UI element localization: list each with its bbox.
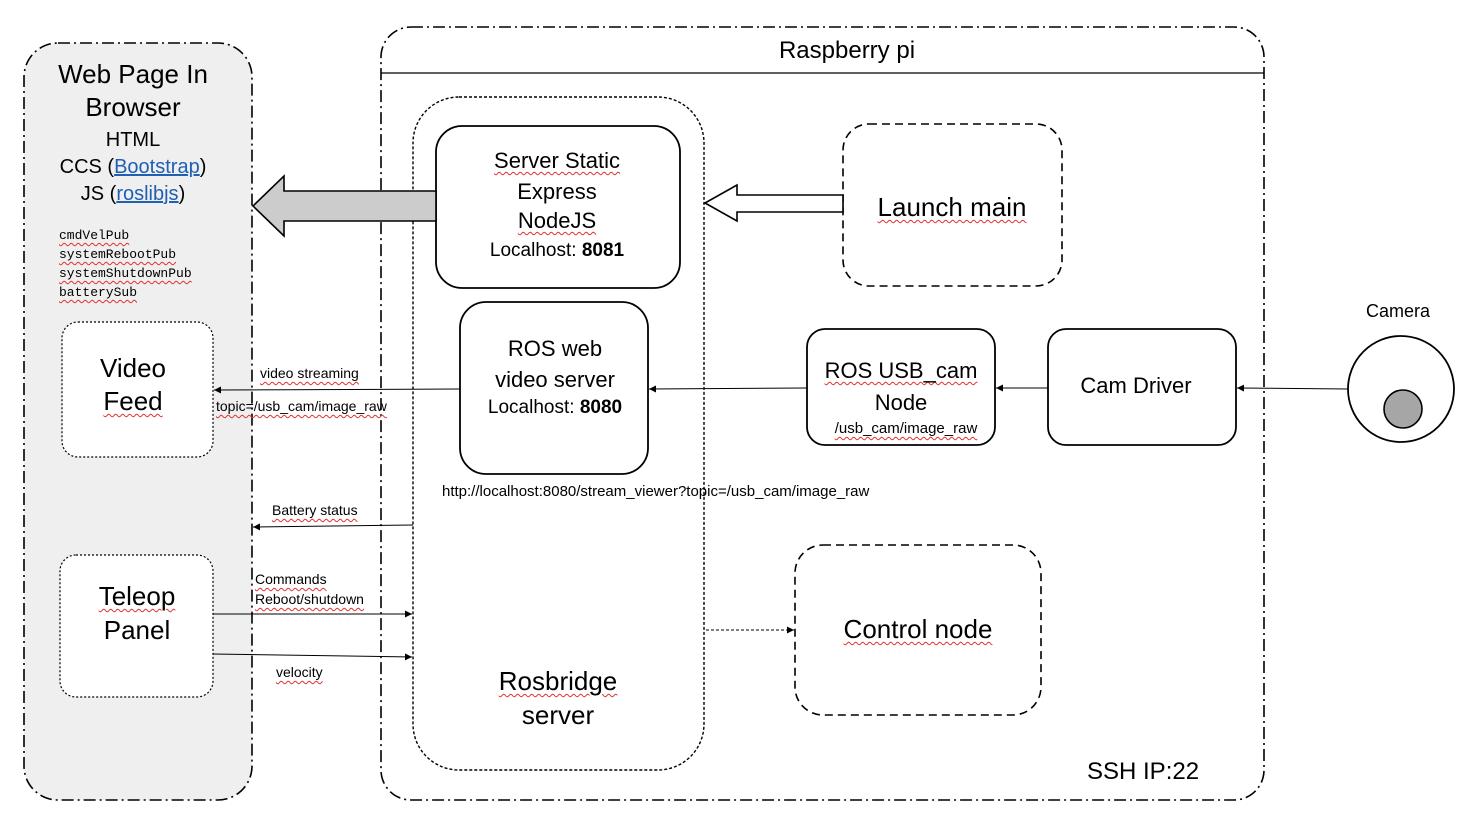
usb-cam-node-box xyxy=(806,328,996,446)
topic-batterysub: batterySub xyxy=(59,285,138,300)
rosbridge-container xyxy=(412,96,705,771)
teleop-line1: Teleop xyxy=(98,581,176,611)
topic-cmdvelpub: cmdVelPub xyxy=(59,228,130,243)
roslibjs-link[interactable]: roslibjs xyxy=(116,183,179,205)
web-video-server-port-prefix: Localhost: xyxy=(487,397,580,418)
camera-to-cam-driver-arrow xyxy=(1236,384,1349,392)
rosbridge-line1: Rosbridge xyxy=(498,666,618,696)
launch-main-box xyxy=(842,123,1063,287)
js-prefix: JS ( xyxy=(80,183,117,205)
velocity-arrow xyxy=(212,653,413,661)
teleop-panel-box xyxy=(59,554,214,698)
video-topic-label: topic=/usb_cam/image_raw xyxy=(216,398,387,414)
camera-lens xyxy=(1383,389,1423,429)
reboot-shutdown-label: Reboot/shutdown xyxy=(255,591,364,607)
browser-title-line1: Web Page In xyxy=(58,59,208,89)
static-server-line3: NodeJS xyxy=(517,208,597,233)
commands-label: Commands xyxy=(255,571,327,587)
control-node-label: Control node xyxy=(843,614,993,644)
css-suffix: ) xyxy=(199,156,207,178)
web-video-server-line2: video server xyxy=(495,367,615,392)
video-stream-arrow xyxy=(213,386,461,394)
usb-cam-line2: Node xyxy=(874,390,928,415)
browser-html-label: HTML xyxy=(105,129,161,151)
topic-systemrebootpub: systemRebootPub xyxy=(59,247,177,262)
usb-cam-topic: /usb_cam/image_raw xyxy=(834,420,978,437)
web-video-server-line1: ROS web xyxy=(507,336,603,361)
usb-cam-line1: ROS USB_cam xyxy=(824,358,978,383)
velocity-label: velocity xyxy=(276,664,323,680)
cam-driver-box xyxy=(1047,328,1237,446)
video-feed-line2: Feed xyxy=(103,386,163,416)
web-video-server-box xyxy=(459,301,649,475)
serve-page-arrow xyxy=(251,174,437,238)
static-server-line1: Server Static xyxy=(494,148,620,173)
web-video-server-port: 8080 xyxy=(579,397,623,418)
topic-systemshutdownpub: systemShutdownPub xyxy=(59,266,192,281)
ssh-label: SSH IP:22 xyxy=(1087,758,1200,785)
battery-status-label: Battery status xyxy=(272,502,358,518)
control-node-box xyxy=(794,544,1042,716)
browser-css-label: CCS (Bootstrap) xyxy=(60,156,207,179)
launch-main-label: Launch main xyxy=(877,192,1027,222)
css-prefix: CCS ( xyxy=(59,156,115,178)
static-server-port-prefix: Localhost: xyxy=(489,240,582,261)
bootstrap-link[interactable]: Bootstrap xyxy=(114,156,200,178)
video-feed-line1: Video xyxy=(99,353,167,383)
static-server-port: 8081 xyxy=(581,240,625,261)
web-video-server-port-label: Localhost: 8080 xyxy=(488,397,622,419)
raspberry-pi-title: Raspberry pi xyxy=(778,37,916,64)
cam-driver-label: Cam Driver xyxy=(1080,373,1192,398)
js-suffix: ) xyxy=(178,183,186,205)
browser-topic-list: cmdVelPub systemRebootPub systemShutdown… xyxy=(59,226,192,302)
camera-label: Camera xyxy=(1365,301,1431,321)
stream-url-label: http://localhost:8080/stream_viewer?topi… xyxy=(442,483,870,500)
teleop-line2: Panel xyxy=(103,615,171,645)
video-feed-box xyxy=(61,321,214,458)
usb-cam-to-video-server-arrow xyxy=(648,385,808,393)
rosbridge-line2: server xyxy=(521,700,595,730)
launch-arrow xyxy=(703,183,844,223)
static-server-line2: Express xyxy=(517,179,597,204)
video-streaming-label: video streaming xyxy=(260,365,359,381)
browser-title-line2: Browser xyxy=(85,92,181,122)
battery-status-arrow xyxy=(252,523,414,531)
browser-js-label: JS (roslibjs) xyxy=(81,183,185,206)
static-server-port-label: Localhost: 8081 xyxy=(490,240,624,262)
